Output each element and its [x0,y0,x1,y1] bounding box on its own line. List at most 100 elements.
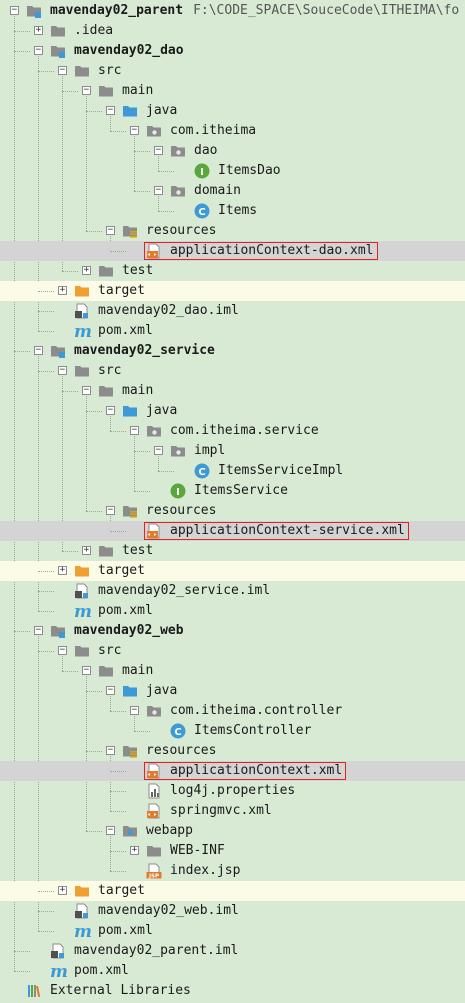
collapse-toggle-icon[interactable]: − [154,445,163,455]
tree-node-springmvc-xml[interactable]: springmvc.xml [0,801,465,821]
collapse-toggle-icon[interactable]: − [106,505,115,515]
tree-node-test[interactable]: +test [0,541,465,561]
expand-toggle-icon[interactable]: + [82,265,91,275]
svg-text:I: I [176,487,180,498]
tree-connector [14,51,30,52]
tree-node-mavenday02-dao[interactable]: −mavenday02_dao [0,41,465,61]
module-folder-icon [26,3,42,19]
svg-text:m: m [74,923,92,939]
collapse-toggle-icon[interactable]: − [130,705,139,715]
tree-node-web-inf[interactable]: +WEB-INF [0,841,465,861]
tree-node-label: main [122,383,154,398]
xml-file-icon [146,523,162,539]
collapse-toggle-icon[interactable]: − [106,225,115,235]
tree-node-idea[interactable]: +.idea [0,21,465,41]
tree-node-applicationcontext-xml[interactable]: applicationContext.xml [0,761,465,781]
tree-node-target[interactable]: +target [0,281,465,301]
tree-node-src[interactable]: −src [0,641,465,661]
tree-guide-line [86,396,87,511]
svg-text:JSP: JSP [148,874,159,880]
collapse-toggle-icon[interactable]: − [106,405,115,415]
tree-node-resources[interactable]: −resources [0,221,465,241]
tree-guide-line [62,656,63,671]
tree-node-test[interactable]: +test [0,261,465,281]
tree-node-java[interactable]: −java [0,101,465,121]
tree-node-com-itheima[interactable]: −com.itheima [0,121,465,141]
tree-node-mavenday02-service[interactable]: −mavenday02_service [0,341,465,361]
collapse-toggle-icon[interactable]: − [10,5,19,15]
collapse-toggle-icon[interactable]: − [82,665,91,675]
collapse-toggle-icon[interactable]: − [34,345,43,355]
collapse-toggle-icon[interactable]: − [34,45,43,55]
tree-connector [134,151,150,152]
tree-node-mavenday02-dao-iml[interactable]: mavenday02_dao.iml [0,301,465,321]
collapse-toggle-icon[interactable]: − [130,125,139,135]
tree-node-target[interactable]: + target [0,881,465,901]
expand-toggle-icon[interactable]: + [82,545,91,555]
tree-node-domain[interactable]: −domain [0,181,465,201]
collapse-toggle-icon[interactable]: − [82,85,91,95]
tree-node-target[interactable]: +target [0,561,465,581]
expand-toggle-icon[interactable]: + [34,25,43,35]
tree-node-java[interactable]: −java [0,401,465,421]
collapse-toggle-icon[interactable]: − [154,145,163,155]
tree-node-mavenday02-web[interactable]: −mavenday02_web [0,621,465,641]
xml-file-icon [146,243,162,259]
tree-node-com-itheima-controller[interactable]: −com.itheima.controller [0,701,465,721]
tree-connector [62,551,78,552]
tree-node-log4j-properties[interactable]: log4j.properties [0,781,465,801]
expand-toggle-icon[interactable]: + [58,565,67,575]
expand-toggle-icon[interactable]: + [130,845,139,855]
tree-node-resources[interactable]: −resources [0,501,465,521]
tree-node-src[interactable]: −src [0,361,465,381]
package-icon [170,183,186,199]
tree-guide-line [134,136,135,191]
collapse-toggle-icon[interactable]: − [58,65,67,75]
collapse-toggle-icon[interactable]: − [106,105,115,115]
collapse-toggle-icon[interactable]: − [82,385,91,395]
tree-node-main[interactable]: −main [0,661,465,681]
tree-guide-line [38,356,39,611]
tree-node-src[interactable]: −src [0,61,465,81]
tree-connector [38,911,54,912]
tree-node-mavenday02-parent-iml[interactable]: mavenday02_parent.iml [0,941,465,961]
tree-node-main[interactable]: −main [0,81,465,101]
tree-node-dao[interactable]: −dao [0,141,465,161]
tree-node-main[interactable]: − main [0,381,465,401]
tree-node-com-itheima-service[interactable]: −com.itheima.service [0,421,465,441]
tree-node-webapp[interactable]: −webapp [0,821,465,841]
tree-node-mavenday02-service-iml[interactable]: mavenday02_service.iml [0,581,465,601]
tree-connector [110,851,126,852]
tree-node-impl[interactable]: −impl [0,441,465,461]
tree-node-java[interactable]: −java [0,681,465,701]
collapse-toggle-icon[interactable]: − [58,645,67,655]
tree-node-applicationcontext-service-xml[interactable]: applicationContext-service.xml [0,521,465,541]
expand-toggle-icon[interactable]: + [58,885,67,895]
collapse-toggle-icon[interactable]: − [34,625,43,635]
collapse-toggle-icon[interactable]: − [106,685,115,695]
tree-node-resources[interactable]: −resources [0,741,465,761]
collapse-toggle-icon[interactable]: − [130,425,139,435]
collapse-toggle-icon[interactable]: − [106,745,115,755]
iml-file-icon [74,583,90,599]
collapse-toggle-icon[interactable]: − [106,825,115,835]
tree-node-external-libraries[interactable]: External Libraries [0,981,465,1001]
expand-toggle-icon[interactable]: + [58,285,67,295]
tree-node-label: target [98,883,145,898]
tree-node-mavenday02-web-iml[interactable]: mavenday02_web.iml [0,901,465,921]
tree-node-applicationcontext-dao-xml[interactable]: applicationContext-dao.xml [0,241,465,261]
collapse-toggle-icon[interactable]: − [58,365,67,375]
collapse-toggle-icon[interactable]: − [154,185,163,195]
tree-guide-line [86,676,87,831]
